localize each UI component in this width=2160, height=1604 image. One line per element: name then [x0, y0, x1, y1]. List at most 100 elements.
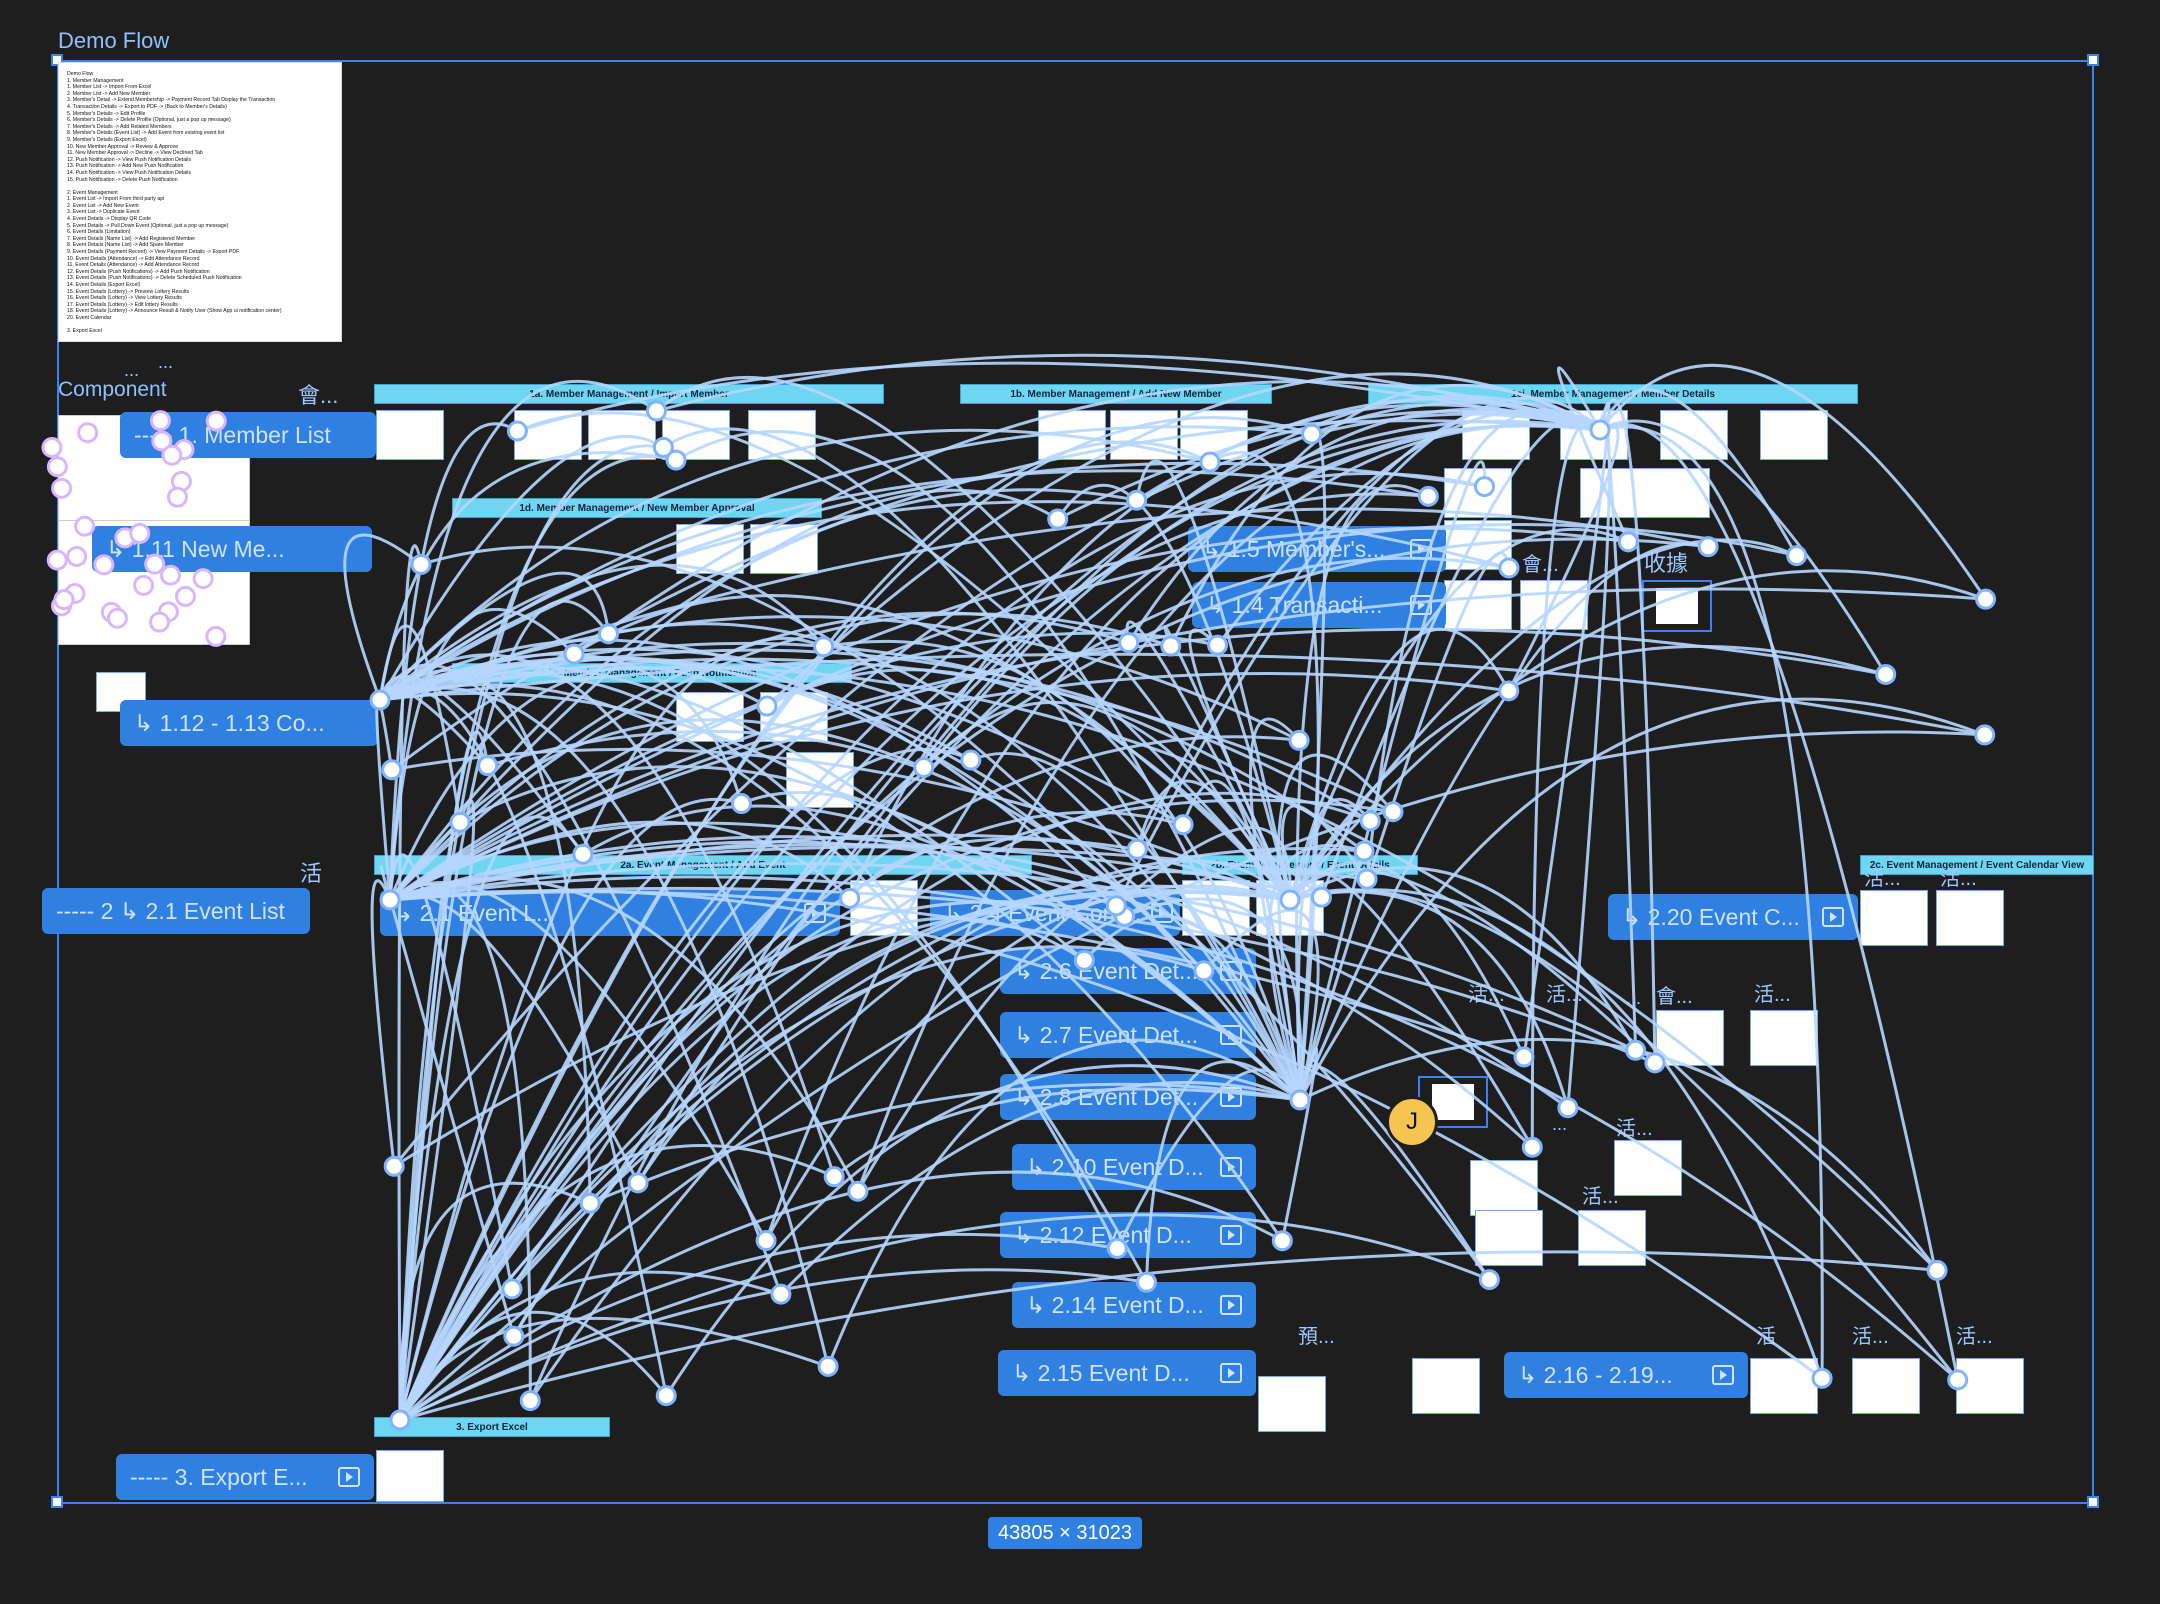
- connection-node[interactable]: [1288, 729, 1310, 751]
- connection-node[interactable]: [730, 793, 752, 815]
- play-icon[interactable]: [1220, 1363, 1242, 1383]
- screen-thumbnail[interactable]: [1860, 890, 1928, 946]
- flow-button-push-notification[interactable]: ↳ 1.12 - 1.13 Co...: [120, 700, 378, 746]
- connection-node[interactable]: [1105, 895, 1127, 917]
- screen-thumbnail[interactable]: [1258, 1376, 1326, 1432]
- connection-node[interactable]: [74, 515, 96, 537]
- connection-node[interactable]: [381, 759, 403, 781]
- connection-node[interactable]: [1289, 1089, 1311, 1111]
- flow-button-event-details-2-14[interactable]: ↳ 2.14 Event D...: [1012, 1282, 1256, 1328]
- connection-node[interactable]: [1193, 960, 1215, 982]
- connection-node[interactable]: [756, 695, 778, 717]
- connection-node[interactable]: [106, 607, 128, 629]
- connection-node[interactable]: [1557, 1097, 1579, 1119]
- screen-thumbnail[interactable]: [1412, 1358, 1480, 1414]
- connection-node[interactable]: [839, 887, 861, 909]
- frame-selection-box[interactable]: [57, 60, 2094, 1504]
- connection-node[interactable]: [166, 486, 188, 508]
- connection-node[interactable]: [129, 522, 151, 544]
- play-icon[interactable]: [1712, 1365, 1734, 1385]
- connection-node[interactable]: [1478, 1269, 1500, 1291]
- connection-node[interactable]: [823, 1166, 845, 1188]
- frame-title[interactable]: Demo Flow: [58, 28, 170, 53]
- connection-node[interactable]: [1926, 1259, 1948, 1281]
- connection-node[interactable]: [1106, 1237, 1128, 1259]
- connection-node[interactable]: [1353, 840, 1375, 862]
- connection-node[interactable]: [1786, 545, 1808, 567]
- section-header-2c[interactable]: 2c. Event Management / Event Calendar Vi…: [1860, 855, 2094, 875]
- connection-node[interactable]: [1310, 886, 1332, 908]
- connection-node[interactable]: [1359, 810, 1381, 832]
- connection-node[interactable]: [579, 1192, 601, 1214]
- component-label[interactable]: Component: [58, 378, 167, 401]
- connection-node[interactable]: [161, 444, 183, 466]
- connection-node[interactable]: [1172, 814, 1194, 836]
- resize-handle-top-right[interactable]: [2087, 54, 2099, 66]
- connection-node[interactable]: [1625, 1039, 1647, 1061]
- flow-button-event-list[interactable]: ----- 2 ↳ 2.1 Event List: [42, 888, 310, 934]
- connection-node[interactable]: [410, 553, 432, 575]
- connection-node[interactable]: [1417, 485, 1439, 507]
- connection-node[interactable]: [847, 1180, 869, 1202]
- connection-node[interactable]: [813, 636, 835, 658]
- screen-thumbnail[interactable]: [1656, 1010, 1724, 1066]
- section-header-3[interactable]: 3. Export Excel: [374, 1417, 610, 1437]
- connection-node[interactable]: [1279, 889, 1301, 911]
- collaborator-avatar[interactable]: J: [1386, 1096, 1438, 1148]
- connection-node[interactable]: [1617, 531, 1639, 553]
- screen-thumbnail[interactable]: [1750, 1010, 1818, 1066]
- connection-node[interactable]: [77, 422, 99, 444]
- play-icon[interactable]: [1220, 1295, 1242, 1315]
- connection-node[interactable]: [53, 589, 75, 611]
- connection-node[interactable]: [1207, 634, 1229, 656]
- connection-node[interactable]: [93, 554, 115, 576]
- screen-thumbnail[interactable]: [376, 1450, 444, 1502]
- connection-node[interactable]: [46, 549, 68, 571]
- flow-button-event-details-2-15[interactable]: ↳ 2.15 Event D...: [998, 1350, 1256, 1396]
- screen-thumbnail[interactable]: [376, 410, 444, 460]
- connection-node[interactable]: [1271, 1230, 1293, 1252]
- resize-handle-bottom-right[interactable]: [2087, 1496, 2099, 1508]
- connection-node[interactable]: [369, 689, 391, 711]
- connection-node[interactable]: [46, 456, 68, 478]
- connection-node[interactable]: [389, 1409, 411, 1431]
- connection-node[interactable]: [1118, 632, 1140, 654]
- connection-node[interactable]: [817, 1355, 839, 1377]
- connection-node[interactable]: [1301, 423, 1323, 445]
- connection-node[interactable]: [149, 611, 171, 633]
- screen-thumbnail[interactable]: [1852, 1358, 1920, 1414]
- connection-node[interactable]: [755, 1230, 777, 1252]
- connection-node[interactable]: [1047, 508, 1069, 530]
- connection-node[interactable]: [205, 410, 227, 432]
- connection-node[interactable]: [597, 623, 619, 645]
- connection-node[interactable]: [205, 625, 227, 647]
- flow-button-event-details-2-16[interactable]: ↳ 2.16 - 2.19...: [1504, 1352, 1748, 1398]
- connection-node[interactable]: [174, 585, 196, 607]
- connection-node[interactable]: [1513, 1046, 1535, 1068]
- connection-node[interactable]: [1474, 476, 1496, 498]
- screen-thumbnail[interactable]: [1760, 410, 1828, 460]
- connection-node[interactable]: [1811, 1367, 1833, 1389]
- connection-node[interactable]: [1644, 1052, 1666, 1074]
- connection-node[interactable]: [192, 568, 214, 590]
- connection-node[interactable]: [1521, 1136, 1543, 1158]
- connection-node[interactable]: [503, 1325, 525, 1347]
- connection-node[interactable]: [1697, 536, 1719, 558]
- connection-node[interactable]: [41, 436, 63, 458]
- connection-node[interactable]: [51, 477, 73, 499]
- connection-node[interactable]: [151, 430, 173, 452]
- play-icon[interactable]: [338, 1467, 360, 1487]
- connection-node[interactable]: [1975, 588, 1997, 610]
- receipt-screen[interactable]: [1642, 580, 1712, 632]
- connection-node[interactable]: [1356, 868, 1378, 890]
- connection-node[interactable]: [770, 1283, 792, 1305]
- connection-node[interactable]: [1947, 1369, 1969, 1391]
- connection-node[interactable]: [1126, 838, 1148, 860]
- connection-node[interactable]: [506, 420, 528, 442]
- connection-node[interactable]: [665, 449, 687, 471]
- connection-node[interactable]: [160, 564, 182, 586]
- connection-node[interactable]: [1875, 663, 1897, 685]
- connection-node[interactable]: [501, 1278, 523, 1300]
- connection-node[interactable]: [519, 1390, 541, 1412]
